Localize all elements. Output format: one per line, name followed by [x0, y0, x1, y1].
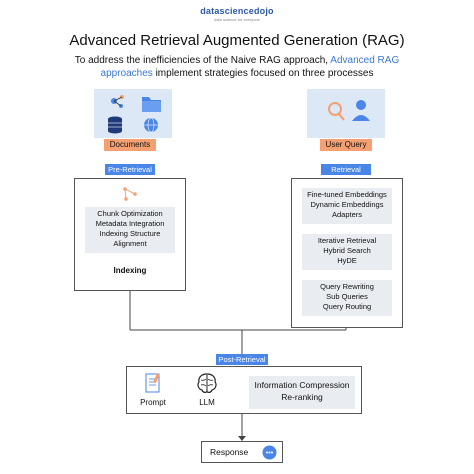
retrieval-item: Fine-tuned Embeddings — [307, 190, 387, 199]
search-icon — [328, 102, 345, 121]
chat-bubble-icon — [262, 445, 277, 460]
graph-node-icon — [123, 187, 137, 201]
retrieval-item: Query Routing — [322, 302, 372, 311]
brand-logo: datasciencedojo — [200, 6, 274, 16]
prompt-icon — [145, 373, 160, 393]
retrieval-item: Query Rewriting — [320, 282, 374, 291]
post-retrieval-item: Information Compression — [254, 380, 350, 390]
response-label: Response — [210, 447, 249, 457]
subtitle-text-2: implement strategies focused on three pr… — [152, 67, 374, 79]
retrieval-label: Retrieval — [321, 164, 371, 175]
pre-retrieval-label: Pre-Retrieval — [105, 164, 155, 175]
pre-retrieval-items: Chunk Optimization Metadata Integration … — [85, 207, 175, 253]
retrieval-item: Iterative Retrieval — [317, 236, 377, 245]
documents-icon-panel — [94, 89, 172, 138]
retrieval-item: Hybrid Search — [323, 246, 371, 255]
pre-retrieval-item: Indexing Structure — [99, 229, 161, 238]
brain-icon — [197, 373, 217, 393]
prompt-label: Prompt — [140, 398, 166, 407]
retrieval-item: Adapters — [331, 210, 363, 219]
pre-retrieval-box: Chunk Optimization Metadata Integration … — [74, 178, 186, 291]
post-retrieval-items: Information Compression Re-ranking — [249, 376, 355, 409]
database-icon — [108, 116, 122, 134]
page-subtitle: To address the inefficiencies of the Nai… — [60, 55, 414, 80]
user-query-icons — [328, 100, 370, 121]
brand-tagline: data science for everyone — [214, 17, 260, 22]
retrieval-box: Fine-tuned Embeddings Dynamic Embeddings… — [291, 178, 403, 328]
post-retrieval-label: Post-Retrieval — [216, 354, 268, 365]
retrieval-group-query: Query Rewriting Sub Queries Query Routin… — [302, 280, 392, 316]
retrieval-item: Sub Queries — [326, 292, 368, 301]
retrieval-group-search: Iterative Retrieval Hybrid Search HyDE — [302, 234, 392, 270]
molecule-icon — [111, 95, 124, 108]
pre-retrieval-item: Alignment — [113, 239, 147, 248]
folder-icon — [142, 97, 161, 112]
page-title: Advanced Retrieval Augmented Generation … — [69, 32, 405, 49]
response-box: Response — [201, 441, 283, 463]
retrieval-group-embeddings: Fine-tuned Embeddings Dynamic Embeddings… — [302, 188, 392, 224]
retrieval-item: HyDE — [337, 256, 357, 265]
pre-retrieval-item: Metadata Integration — [95, 219, 165, 228]
post-retrieval-item: Re-ranking — [281, 392, 323, 402]
indexing-label: Indexing — [113, 266, 147, 275]
user-query-label: User Query — [320, 139, 372, 151]
user-icon — [352, 100, 370, 121]
user-query-icon-panel — [307, 89, 385, 138]
retrieval-item: Dynamic Embeddings — [310, 200, 384, 209]
subtitle-text-1: To address the inefficiencies of the Nai… — [74, 55, 331, 66]
pre-retrieval-item: Chunk Optimization — [97, 209, 163, 218]
documents-label: Documents — [104, 139, 156, 151]
globe-icon — [144, 117, 158, 133]
llm-label: LLM — [199, 398, 215, 407]
post-retrieval-box: Prompt LLM Information Compression Re-ra… — [126, 366, 362, 414]
documents-icons — [108, 95, 161, 134]
advanced-rag-link[interactable]: Advanced RAG approaches — [100, 55, 400, 79]
